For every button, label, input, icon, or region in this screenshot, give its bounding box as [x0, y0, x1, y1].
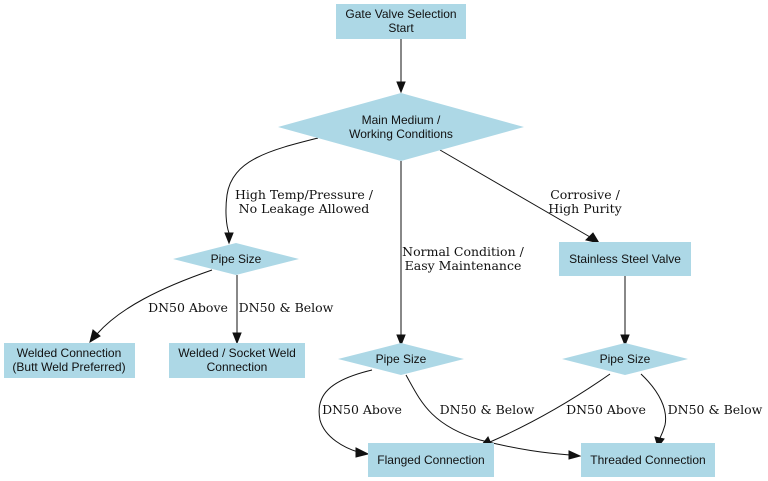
- node-start-line2: Start: [388, 21, 414, 35]
- edge-label-high-temp-line2: No Leakage Allowed: [239, 201, 370, 216]
- node-stainless: Stainless Steel Valve: [559, 242, 691, 276]
- edge-main-to-pipe-left: [225, 137, 319, 234]
- node-welded-butt: Welded Connection (Butt Weld Preferred): [4, 343, 135, 378]
- node-stainless-label: Stainless Steel Valve: [569, 252, 681, 266]
- edge-label-normal-line1: Normal Condition /: [402, 244, 524, 259]
- node-pipe-size-right: Pipe Size: [562, 343, 688, 375]
- node-pipe-left-label: Pipe Size: [211, 252, 262, 266]
- edge-label-left-below: DN50 & Below: [239, 300, 334, 315]
- node-main-medium: Main Medium / Working Conditions: [278, 93, 524, 161]
- node-welded-butt-line1: Welded Connection: [17, 346, 122, 360]
- node-flanged-label: Flanged Connection: [377, 453, 484, 467]
- edge-pipe-right-to-threaded: [640, 373, 667, 439]
- node-main-line2: Working Conditions: [349, 127, 453, 141]
- arrowhead: [396, 334, 406, 347]
- node-threaded: Threaded Connection: [581, 443, 715, 477]
- edge-label-right-below: DN50 & Below: [668, 402, 763, 417]
- arrowhead: [396, 81, 406, 94]
- node-flanged: Flanged Connection: [368, 443, 494, 477]
- node-welded-socket-line2: Connection: [207, 360, 268, 374]
- arrowhead: [585, 232, 601, 244]
- edge-pipe-mid-to-flanged: [318, 369, 373, 453]
- node-start: Gate Valve Selection Start: [336, 4, 466, 39]
- edge-pipe-right-to-flanged: [489, 373, 611, 443]
- arrowhead: [89, 329, 101, 344]
- arrowhead: [355, 447, 370, 458]
- node-pipe-right-label: Pipe Size: [600, 352, 651, 366]
- edge-label-normal-line2: Easy Maintenance: [405, 258, 522, 273]
- edge-label-right-above: DN50 Above: [566, 402, 646, 417]
- arrowhead: [224, 232, 234, 245]
- edges: [89, 39, 667, 460]
- arrowhead: [568, 450, 582, 460]
- edge-label-high-temp-line1: High Temp/Pressure /: [235, 187, 374, 202]
- node-threaded-label: Threaded Connection: [590, 453, 705, 467]
- edge-label-mid-above: DN50 Above: [322, 402, 402, 417]
- edge-main-to-stainless: [439, 149, 591, 238]
- node-pipe-size-mid: Pipe Size: [338, 343, 464, 375]
- edge-pipe-mid-to-threaded: [405, 374, 571, 456]
- edge-labels: High Temp/Pressure / No Leakage Allowed …: [148, 187, 763, 417]
- arrowhead: [620, 334, 630, 347]
- edge-label-left-above: DN50 Above: [148, 300, 228, 315]
- edge-pipe-left-to-welded-butt: [96, 269, 213, 335]
- edge-label-corrosive-line1: Corrosive /: [550, 187, 620, 202]
- node-welded-socket-line1: Welded / Socket Weld: [178, 346, 296, 360]
- node-main-line1: Main Medium /: [362, 113, 441, 127]
- edge-label-corrosive-line2: High Purity: [548, 201, 622, 216]
- node-start-line1: Gate Valve Selection: [345, 7, 456, 21]
- node-welded-butt-line2: (Butt Weld Preferred): [12, 360, 125, 374]
- node-pipe-mid-label: Pipe Size: [376, 352, 427, 366]
- node-welded-socket: Welded / Socket Weld Connection: [169, 343, 305, 378]
- arrowhead: [232, 332, 242, 345]
- node-pipe-size-left: Pipe Size: [173, 243, 299, 275]
- edge-label-mid-below: DN50 & Below: [440, 402, 535, 417]
- nodes: Gate Valve Selection Start Main Medium /…: [4, 4, 715, 477]
